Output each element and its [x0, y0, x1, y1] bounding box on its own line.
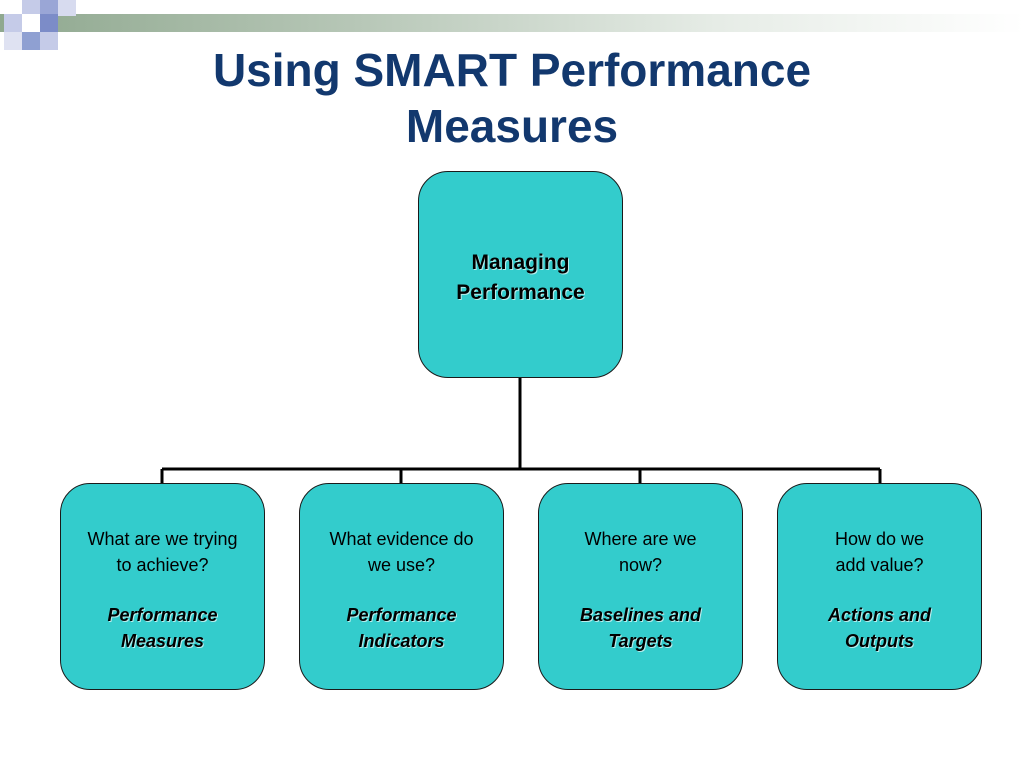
- decor-square: [4, 14, 22, 32]
- node-baselines-and-targets: Where are we now? Baselines and Targets: [538, 483, 743, 690]
- decor-square: [22, 32, 40, 50]
- decor-square: [22, 14, 40, 32]
- header-gradient-bar: [0, 14, 1024, 32]
- node-answer: Performance Measures: [107, 605, 218, 651]
- node-answer: Actions and Outputs: [827, 605, 931, 651]
- node-label: Managing Performance: [456, 251, 585, 304]
- node-answer: Baselines and Targets: [579, 605, 702, 651]
- node-question: Where are we now?: [584, 529, 697, 575]
- node-performance-indicators: What evidence do we use? Performance Ind…: [299, 483, 504, 690]
- node-actions-and-outputs: How do we add value? Actions and Outputs: [777, 483, 982, 690]
- node-performance-measures: What are we trying to achieve? Performan…: [60, 483, 265, 690]
- node-answer: Performance Indicators: [346, 605, 457, 651]
- decor-square: [40, 32, 58, 50]
- node-question: How do we add value?: [834, 529, 925, 575]
- decor-square: [58, 0, 76, 16]
- decor-square: [40, 0, 58, 16]
- node-managing-performance: Managing Performance: [418, 171, 623, 378]
- node-question: What are we trying to achieve?: [87, 529, 238, 575]
- decor-square: [4, 32, 22, 50]
- node-question: What evidence do we use?: [329, 529, 474, 575]
- decor-square: [40, 14, 58, 32]
- slide-title: Using SMART Performance Measures: [212, 44, 812, 152]
- decor-square: [22, 0, 40, 16]
